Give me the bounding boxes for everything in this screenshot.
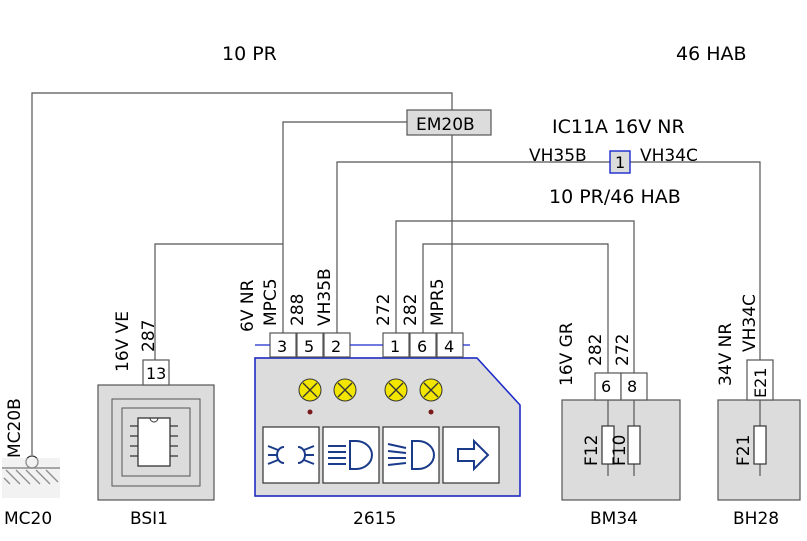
bh28-module — [717, 359, 801, 501]
ground-label: MC20 — [4, 509, 52, 529]
junction-pin: 1 — [615, 153, 625, 172]
junction-pin-box — [609, 150, 631, 174]
bm34-connector: 16V GR — [557, 322, 577, 386]
bsi-name: BSI1 — [130, 509, 168, 529]
switch-wire-3: VH35B — [315, 268, 335, 326]
header-left-code: 10 PR — [222, 43, 277, 65]
bm34-module — [561, 372, 681, 501]
bh28-connector: 34V NR — [716, 323, 736, 386]
bsi-wire: 287 — [139, 320, 159, 352]
em20b-connector — [406, 109, 492, 136]
ground-symbol — [2, 455, 60, 498]
switch-pin-3: 2 — [331, 337, 341, 356]
junction-name: IC11A 16V NR — [552, 116, 685, 138]
bh28-pin: E21 — [751, 368, 770, 398]
bm34-name: BM34 — [590, 509, 638, 529]
junction-sub-code: 10 PR/46 HAB — [549, 186, 681, 208]
low-beam-icon — [328, 440, 373, 470]
bsi-connector: 16V VE — [113, 311, 133, 372]
ground-wire-label: MC20B — [5, 398, 25, 458]
switch-pin-5: 6 — [417, 337, 427, 356]
high-beam-icon — [387, 440, 435, 470]
switch-wire-2: 288 — [288, 294, 308, 326]
junction-left-wire: VH35B — [529, 146, 587, 166]
bsi-module — [97, 384, 215, 501]
bh28-wire: VH34C — [740, 294, 760, 352]
switch-pin-2: 5 — [304, 337, 314, 356]
bh28-name: BH28 — [733, 509, 779, 529]
bm34-fuse-2: F10 — [610, 435, 630, 466]
bm34-wire-2: 272 — [613, 334, 633, 366]
switch-wire-4: 272 — [374, 294, 394, 326]
switch-pin-6: 4 — [444, 337, 454, 356]
switch-wire-5: 282 — [401, 294, 421, 326]
switch-wire-6: MPR5 — [428, 278, 448, 326]
switch-pin-4: 1 — [390, 337, 400, 356]
arrow-right-icon — [457, 438, 490, 472]
bsi-pin: 13 — [146, 364, 166, 383]
switch-name: 2615 — [353, 509, 396, 529]
switch-connector: 6V NR — [238, 279, 258, 332]
bh28-fuse: F21 — [734, 435, 754, 466]
bm34-pin-1: 6 — [601, 377, 611, 396]
junction-right-wire: VH34C — [640, 146, 698, 166]
lamp-indicators — [298, 378, 443, 415]
bm34-fuse-1: F12 — [582, 435, 602, 466]
bsi-pin-box — [142, 359, 170, 386]
switch-wire-1: MPC5 — [261, 278, 281, 326]
parking-light-icon — [267, 445, 315, 465]
header-right-code: 46 HAB — [676, 43, 747, 65]
switch-pins — [255, 332, 470, 358]
bm34-wire-1: 282 — [586, 334, 606, 366]
em20b-label: EM20B — [416, 115, 475, 135]
switch-pin-1: 3 — [277, 337, 287, 356]
bm34-pin-2: 8 — [627, 377, 637, 396]
